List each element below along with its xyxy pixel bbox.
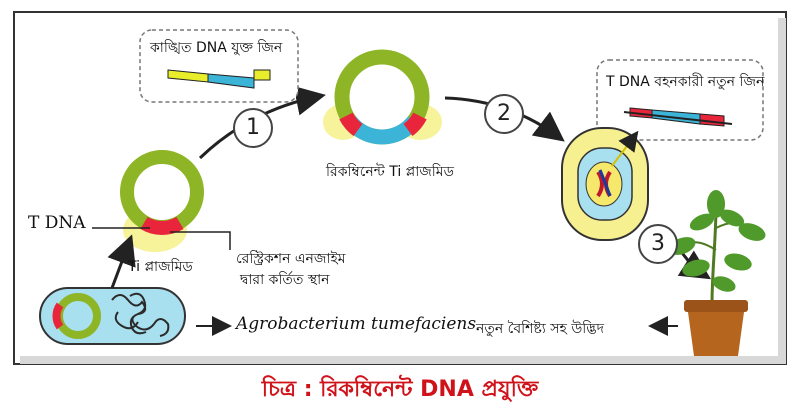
recombinant-plasmid <box>323 49 442 145</box>
desired-gene-insert <box>167 69 271 89</box>
leaf <box>689 213 715 231</box>
leaf <box>738 223 766 241</box>
leaf <box>712 276 736 292</box>
bacterial-plasmid-tdna <box>52 302 64 330</box>
leaf <box>707 190 725 218</box>
transgenic-plant <box>668 190 766 356</box>
desired-gene-box <box>139 29 299 103</box>
ti-plasmid-label: Ti প্লাজমিড <box>128 259 193 275</box>
restriction-site-label-line1: রেস্ট্রিকশন এনজাইম <box>236 251 346 267</box>
chromosome-blue <box>598 169 612 197</box>
pot-body <box>688 312 744 356</box>
ti-plasmid <box>120 150 204 252</box>
step-3-badge: 3 <box>638 224 678 264</box>
leaf <box>682 259 710 277</box>
arrow-extract-plasmid <box>107 234 136 289</box>
restriction-pointer-line <box>170 231 231 250</box>
recombinant-plasmid-label: রিকম্বিনেন্ট Ti প্লাজমিড <box>326 164 454 180</box>
step-1-badge: 1 <box>233 108 273 148</box>
desired-gene-label: কাঙ্খিত DNA যুক্ত জিন <box>150 40 283 56</box>
bacterium-label: Agrobacterium tumefaciens <box>236 314 477 334</box>
step-2-badge: 2 <box>484 94 524 134</box>
new-plant-label: নতুন বৈশিষ্ট্য সহ উদ্ভিদ <box>476 321 604 337</box>
leaf <box>724 253 752 271</box>
frame-shadow-bottom <box>20 356 786 364</box>
tdna-label: T DNA <box>28 213 86 233</box>
agrobacterium-cell <box>39 287 186 345</box>
ti-plasmid-tdna-segment <box>140 216 184 235</box>
bacterial-chromosome <box>111 292 170 337</box>
tdna-carrier-label: T DNA বহনকারী নতুন জিন <box>606 74 765 90</box>
frame-shadow-right <box>778 18 786 364</box>
figure-caption: চিত্র : রিকম্বিনেন্ট DNA প্রযুক্তি <box>261 377 539 402</box>
restriction-site-label-line2: দ্বারা কর্তিত স্থান <box>240 272 330 288</box>
tdna-carrier-insert <box>623 107 733 127</box>
pot-rim <box>684 300 748 312</box>
leaf <box>719 209 745 227</box>
gene-insertion-arrow <box>611 130 639 167</box>
plant-cell <box>561 127 649 241</box>
